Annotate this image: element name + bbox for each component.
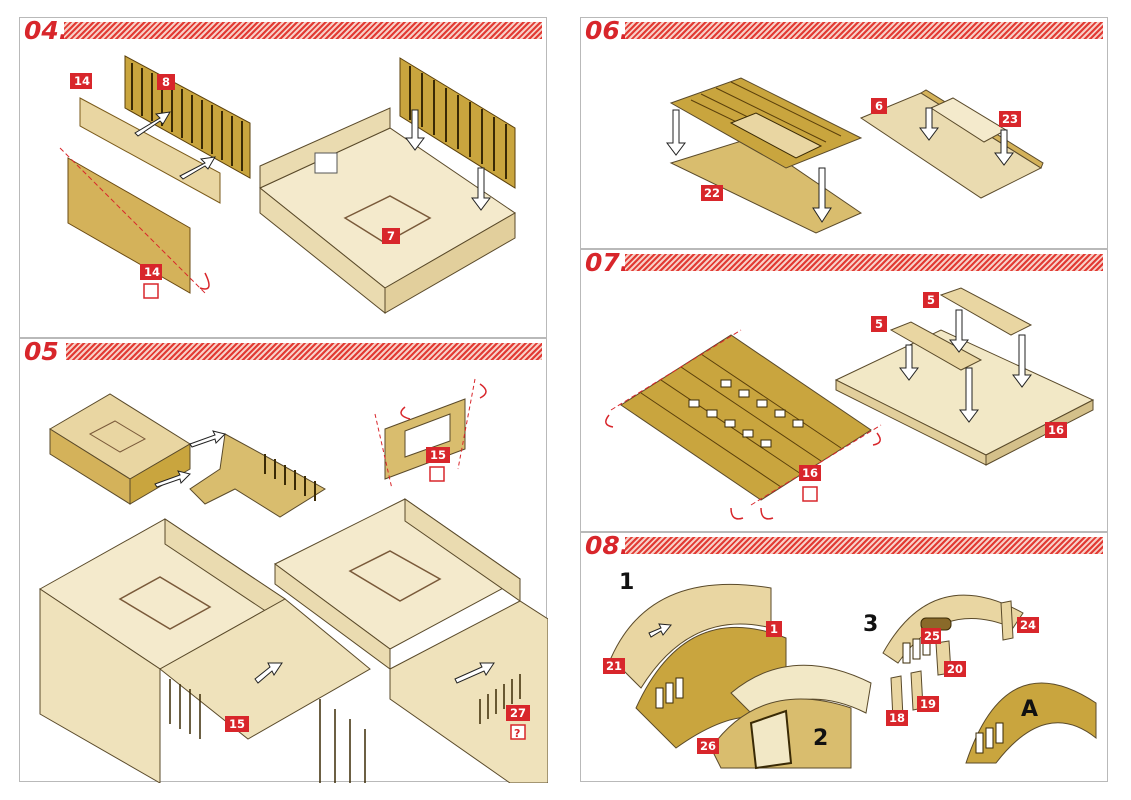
step-05-header-band (66, 343, 542, 360)
step-06-illustration: 22 6 23 (666, 77, 1044, 234)
step-07-header-band (625, 254, 1103, 271)
callout-20: 20 (947, 662, 963, 676)
callout-19: 19 (920, 697, 936, 711)
step-04-header: 04. (20, 16, 546, 45)
callout-26: 26 (700, 739, 716, 753)
callout-5-left: 5 (875, 317, 883, 331)
callout-14-top: 14 (74, 74, 90, 88)
callout-14-bottom: 14 (144, 265, 160, 279)
callout-1: 1 (770, 622, 778, 636)
step-04-panel: 04. (19, 16, 547, 338)
step-06-header: 06. (581, 16, 1107, 45)
step-05-panel: 05 . 15 (19, 337, 548, 783)
step-05-header: 05 . (20, 337, 546, 366)
sub-step-3: 3 (863, 612, 878, 637)
step-07-header: 07. (581, 248, 1107, 277)
step-07-number: 07. (585, 248, 630, 277)
step-08-panel: 08. 1 1 21 2 26 3 25 24 20 18 19 (580, 531, 1108, 782)
step-04-illustration: 14 8 14 7 (59, 55, 516, 315)
callout-15-top: 15 (430, 448, 446, 462)
step-08-illustration: 1 1 21 2 26 3 25 24 20 18 19 A (603, 570, 1097, 770)
callout-27: 27 (510, 706, 526, 720)
callout-5-right: 5 (927, 293, 935, 307)
step-07-illustration: 16 5 5 16 (605, 287, 1095, 520)
callout-25: 25 (924, 629, 940, 643)
step-04-header-band (64, 22, 542, 39)
step-08-header: 08. (581, 531, 1107, 560)
callout-16-right: 16 (1048, 423, 1064, 437)
callout-question: ? (514, 727, 520, 740)
callout-15-bottom: 15 (229, 717, 245, 731)
callout-18: 18 (889, 711, 905, 725)
step-06-number: 06. (585, 16, 630, 45)
callout-24: 24 (1020, 618, 1036, 632)
sub-step-2: 2 (813, 726, 828, 751)
callout-23: 23 (1002, 112, 1018, 126)
step-08-number: 08. (585, 531, 630, 560)
step-06-panel: 06. 22 6 23 (580, 16, 1108, 249)
callout-7: 7 (387, 229, 395, 243)
callout-8: 8 (162, 75, 170, 89)
step-07-panel: 07. 16 5 (580, 248, 1108, 532)
callout-6: 6 (875, 99, 883, 113)
callout-21: 21 (606, 659, 622, 673)
step-06-header-band (625, 22, 1103, 39)
step-04-number: 04. (24, 16, 69, 45)
step-05-illustration: 15 15 27 ? (39, 378, 548, 783)
step-08-header-band (625, 537, 1103, 554)
callout-16-left: 16 (802, 466, 818, 480)
sub-step-A: A (1021, 697, 1038, 722)
callout-22: 22 (704, 186, 720, 200)
sub-step-1: 1 (619, 570, 634, 595)
